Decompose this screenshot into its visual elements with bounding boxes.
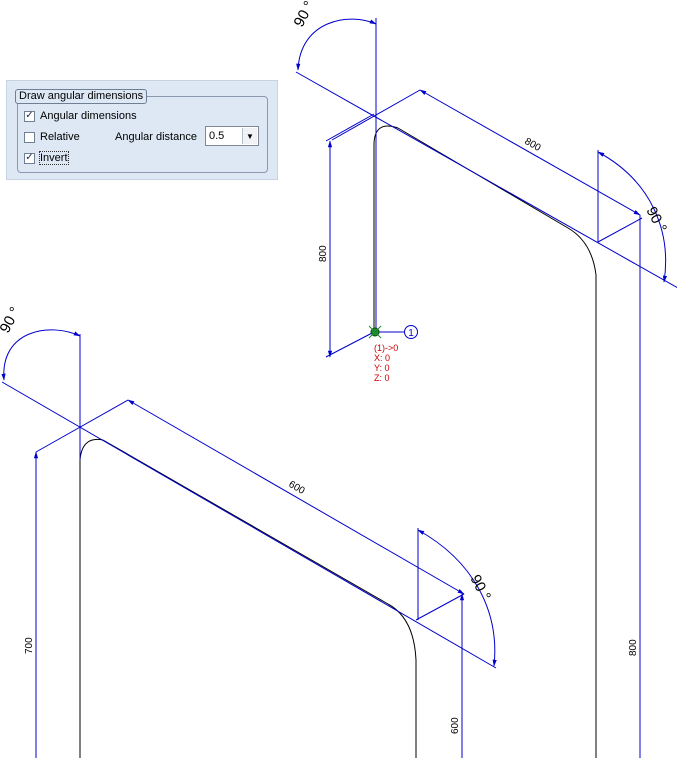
top-height-label: 800 bbox=[318, 245, 329, 262]
relative-checkbox[interactable] bbox=[24, 131, 35, 143]
bottom-angle-label: 90 ° bbox=[0, 304, 24, 336]
angular-dimensions-panel: Draw angular dimensions ✓ Angular dimens… bbox=[6, 80, 278, 180]
angular-distance-select[interactable]: 0.5 ▼ bbox=[205, 126, 259, 146]
bottom-right-height-label: 600 bbox=[450, 717, 461, 734]
angular-distance-value: 0.5 bbox=[209, 130, 225, 142]
bottom-height-label: 700 bbox=[24, 637, 35, 654]
top-pipe-left-bend[interactable] bbox=[373, 125, 399, 146]
relative-option[interactable]: Relative bbox=[24, 131, 80, 143]
top-angle-label: 90 ° bbox=[291, 0, 319, 30]
top-height-ext-top bbox=[325, 113, 375, 142]
bottom-cross-diagonal-line bbox=[35, 399, 129, 453]
angular-dimensions-checkbox[interactable]: ✓ bbox=[24, 110, 35, 122]
origin-marker[interactable]: 1 (1)->0 X: 0 Y: 0 Z: 0 bbox=[368, 325, 418, 384]
marker-text-line1: (1)->0 bbox=[374, 343, 398, 353]
top-pipe-dimensions bbox=[295, 18, 677, 758]
top-length-label: 800 bbox=[523, 136, 543, 154]
bottom-pipe-horizontal[interactable] bbox=[102, 439, 389, 605]
top-angle-arc bbox=[296, 18, 377, 71]
angular-dimensions-label: Angular dimensions bbox=[40, 110, 137, 122]
bottom-pipe-right-bend[interactable] bbox=[387, 603, 417, 661]
group-title: Draw angular dimensions bbox=[15, 89, 148, 104]
top-right-angle-label: 90 ° bbox=[642, 204, 670, 236]
bottom-pipe-left-bend[interactable] bbox=[79, 438, 104, 461]
top-right-cross-line bbox=[597, 217, 643, 243]
bottom-left-diagonal-line bbox=[1, 381, 497, 669]
bottom-pipe-dimensions bbox=[1, 329, 497, 758]
bottom-right-angle-arc bbox=[417, 529, 497, 667]
angular-distance-label: Angular distance bbox=[115, 131, 197, 143]
angular-dimensions-option[interactable]: ✓ Angular dimensions bbox=[24, 110, 137, 122]
origin-marker-badge-circle[interactable] bbox=[404, 325, 418, 339]
bottom-pipe-geometry[interactable] bbox=[79, 438, 417, 758]
right-height-label: 800 bbox=[628, 639, 639, 656]
origin-marker-badge-label: 1 bbox=[408, 328, 414, 339]
bottom-angle-arc bbox=[1, 329, 81, 381]
top-length-dim-line bbox=[419, 89, 641, 216]
chevron-down-icon[interactable]: ▼ bbox=[242, 128, 257, 144]
invert-checkbox[interactable]: ✓ bbox=[24, 152, 35, 164]
top-right-angle-arc bbox=[597, 151, 668, 283]
top-height-ext-bottom bbox=[325, 331, 375, 358]
bottom-length-dim-line bbox=[127, 399, 465, 595]
marker-text-line3: Y: 0 bbox=[374, 363, 390, 373]
bottom-right-cross-line bbox=[415, 593, 465, 621]
relative-label: Relative bbox=[40, 131, 80, 143]
invert-label: Invert bbox=[39, 151, 69, 165]
marker-text-line2: X: 0 bbox=[374, 353, 390, 363]
bottom-right-angle-label: 90 ° bbox=[466, 572, 494, 604]
top-pipe-right-bend[interactable] bbox=[567, 227, 597, 276]
top-cross-diagonal-line bbox=[331, 89, 421, 141]
marker-text-line4: Z: 0 bbox=[374, 373, 390, 383]
top-pipe-geometry[interactable] bbox=[373, 125, 597, 758]
bottom-length-label: 600 bbox=[287, 479, 307, 497]
top-left-diagonal-line bbox=[295, 71, 677, 289]
invert-option[interactable]: ✓ Invert bbox=[24, 151, 69, 165]
